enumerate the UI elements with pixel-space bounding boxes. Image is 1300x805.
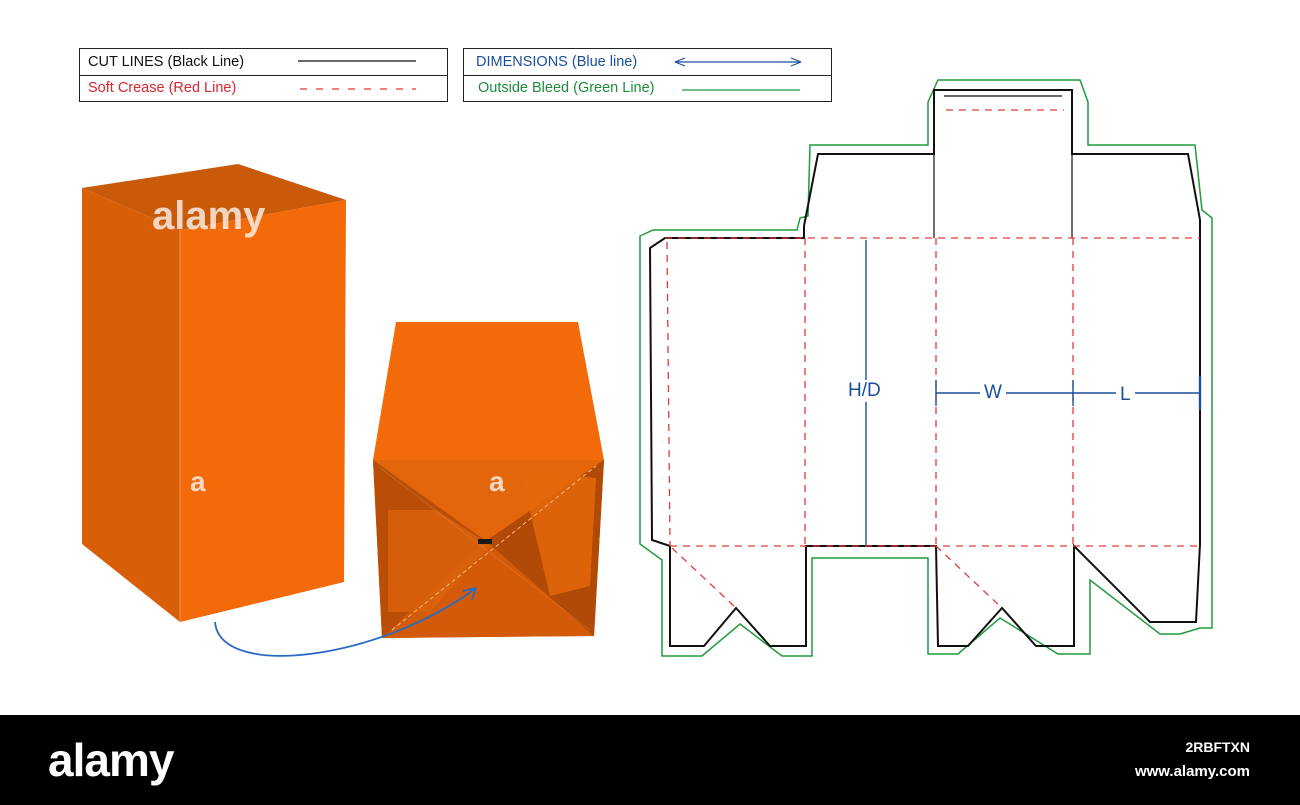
open-box-top-face (373, 322, 604, 460)
footer-bar: alamy 2RBFTXN www.alamy.com (0, 715, 1300, 805)
outside-bleed-label: Outside Bleed (Green Line) (478, 80, 655, 96)
top-flap-cut (933, 95, 1073, 238)
soft-crease-label: Soft Crease (Red Line) (88, 80, 237, 96)
dimension-line-sample (674, 57, 802, 67)
watermark-small-left: a (190, 466, 206, 497)
footer-logo: alamy (48, 734, 174, 786)
tall-box (82, 164, 346, 622)
dimensions-label: DIMENSIONS (Blue line) (476, 54, 638, 70)
height-depth-label: H/D (844, 380, 885, 402)
cut-lines-label: CUT LINES (Black Line) (88, 54, 245, 70)
box-illustration (82, 79, 1213, 657)
cut-outline (648, 89, 1201, 647)
crease-lines (665, 109, 1200, 609)
tall-box-side (82, 188, 180, 622)
dimension-lines (865, 240, 1202, 545)
legend-left: CUT LINES (Black Line) Soft Crease (Red … (79, 48, 448, 102)
tall-box-front (180, 200, 346, 622)
open-box-tuck (388, 510, 490, 612)
length-label: L (1116, 384, 1135, 406)
crease-line-sample (300, 88, 416, 90)
footer-image-id: 2RBFTXN (1185, 739, 1250, 755)
legend-row-soft-crease: Soft Crease (Red Line) (80, 75, 447, 101)
width-label: W (980, 382, 1006, 404)
open-box (373, 322, 604, 638)
legend-row-cut-lines: CUT LINES (Black Line) (80, 49, 447, 76)
open-box-tuck-right (520, 470, 596, 596)
cut-line-sample (298, 60, 416, 62)
bleed-outline (639, 79, 1213, 657)
legend-right: DIMENSIONS (Blue line) Outside Bleed (Gr… (463, 48, 832, 102)
legend-row-dimensions: DIMENSIONS (Blue line) (464, 49, 831, 76)
bleed-line-sample (682, 89, 800, 91)
watermark-small-mid: a (489, 466, 505, 497)
tall-box-top (82, 164, 346, 230)
watermark-main: alamy (152, 194, 266, 238)
footer-url: www.alamy.com (1134, 763, 1250, 780)
legend-row-outside-bleed: Outside Bleed (Green Line) (464, 75, 831, 101)
direction-arrow (214, 587, 477, 657)
